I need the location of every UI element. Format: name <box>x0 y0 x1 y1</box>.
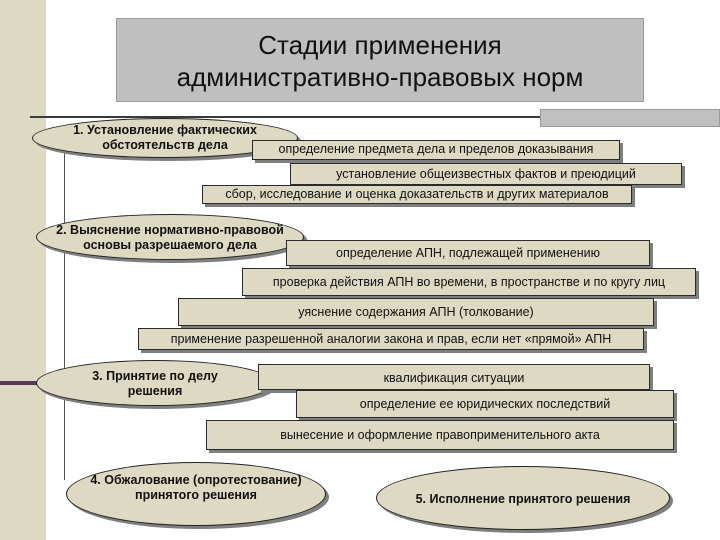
step-box: определение ее юридических последствий <box>296 390 674 418</box>
stage-3-line-1: 3. Принятие по делу <box>92 369 218 383</box>
stage-3-line-2: решения <box>127 384 183 398</box>
top-rule <box>30 116 720 118</box>
stage-2-line-2: основы разрешаемого дела <box>83 238 257 252</box>
step-box: применение разрешенной аналогии закона и… <box>138 328 644 350</box>
stage-4-line-2: принятого решения <box>135 488 257 502</box>
step-box: квалификация ситуации <box>258 364 650 390</box>
stage-2-line-1: 2. Выяснение нормативно-правовой <box>56 223 284 237</box>
stage-3-oval: 3. Принятие по делу решения <box>36 360 274 406</box>
step-box: сбор, исследование и оценка доказательст… <box>202 185 632 204</box>
title-line-2: административно-правовых норм <box>176 62 584 92</box>
stage-2-oval: 2. Выяснение нормативно-правовой основы … <box>36 214 304 260</box>
stage-5-oval: 5. Исполнение принятого решения <box>376 466 670 530</box>
stage-4-line-1: 4. Обжалование (опротестование) <box>90 473 302 487</box>
timeline-connector <box>64 150 65 480</box>
stage-1-line-1: 1. Установление фактических <box>73 123 257 137</box>
decor-block <box>540 109 720 127</box>
step-box: определение предмета дела и пределов док… <box>252 140 620 160</box>
step-box: проверка действия АПН во времени, в прос… <box>242 268 696 296</box>
step-box: определение АПН, подлежащей применению <box>286 240 650 266</box>
page-title: Стадии применения административно-правов… <box>116 18 644 102</box>
left-decor-bar <box>0 0 46 540</box>
accent-rule <box>0 381 46 385</box>
stage-4-oval: 4. Обжалование (опротестование) принятог… <box>66 462 326 526</box>
stage-1-line-2: обстоятельств дела <box>102 138 228 152</box>
step-box: вынесение и оформление правоприменительн… <box>206 420 674 450</box>
title-line-1: Стадии применения <box>258 30 502 60</box>
stage-1-oval: 1. Установление фактических обстоятельст… <box>32 118 298 158</box>
step-box: уяснение содержания АПН (толкование) <box>178 298 654 326</box>
stage-5-line-1: 5. Исполнение принятого решения <box>415 492 631 506</box>
step-box: установление общеизвестных фактов и прею… <box>290 163 682 185</box>
